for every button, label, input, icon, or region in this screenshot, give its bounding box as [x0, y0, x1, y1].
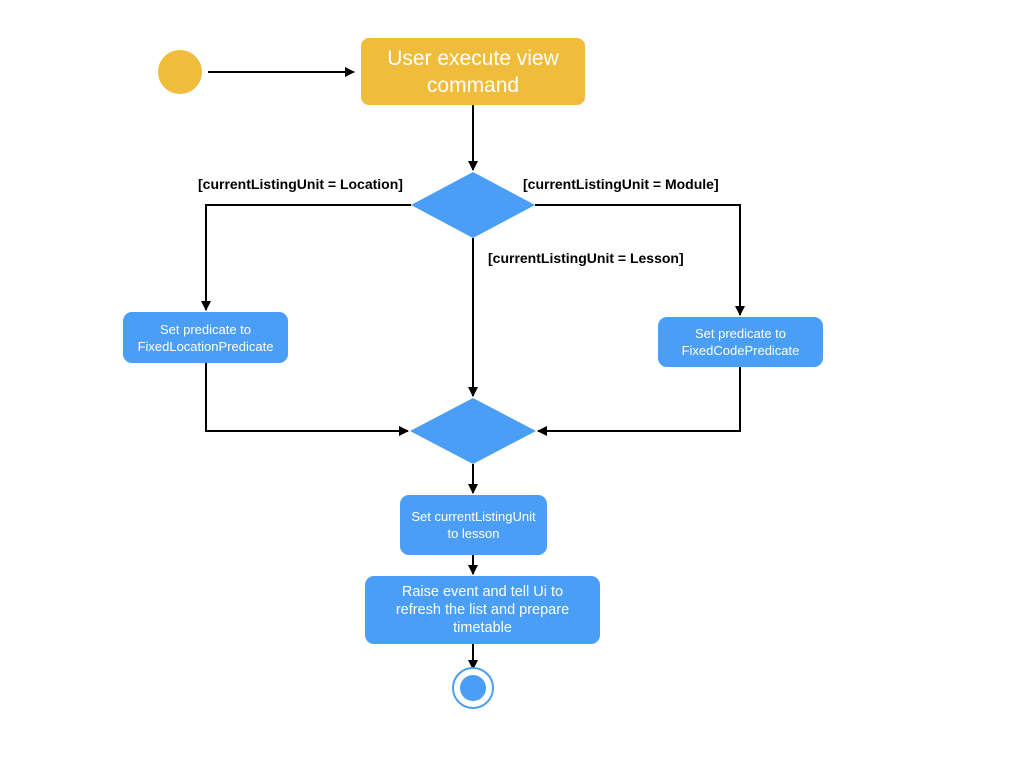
guard-module-label: [currentListingUnit = Module] [523, 176, 719, 192]
edge-decision-to-module [535, 204, 745, 316]
raise-event-node: Raise event and tell Ui to refresh the l… [365, 576, 600, 644]
edge-decision-to-location [201, 204, 411, 311]
edge-location-to-merge [205, 363, 409, 436]
merge-node [410, 398, 536, 464]
guard-location-label: [currentListingUnit = Location] [198, 176, 403, 192]
start-action-node: User execute view command [361, 38, 585, 105]
set-listing-unit-node: Set currentListingUnit to lesson [400, 495, 547, 555]
start-action-label: User execute view command [387, 46, 559, 97]
location-predicate-label: Set predicate to FixedLocationPredicate [137, 321, 274, 354]
code-predicate-node: Set predicate to FixedCodePredicate [658, 317, 823, 367]
set-listing-unit-label: Set currentListingUnit to lesson [411, 509, 536, 541]
location-predicate-node: Set predicate to FixedLocationPredicate [123, 312, 288, 363]
raise-event-label: Raise event and tell Ui to refresh the l… [395, 584, 570, 636]
guard-lesson-label: [currentListingUnit = Lesson] [488, 250, 684, 266]
initial-node [158, 50, 202, 94]
final-node-dot [460, 675, 486, 701]
decision-node [411, 172, 535, 238]
code-predicate-label: Set predicate to FixedCodePredicate [681, 326, 800, 358]
edge-code-to-merge [537, 367, 741, 436]
